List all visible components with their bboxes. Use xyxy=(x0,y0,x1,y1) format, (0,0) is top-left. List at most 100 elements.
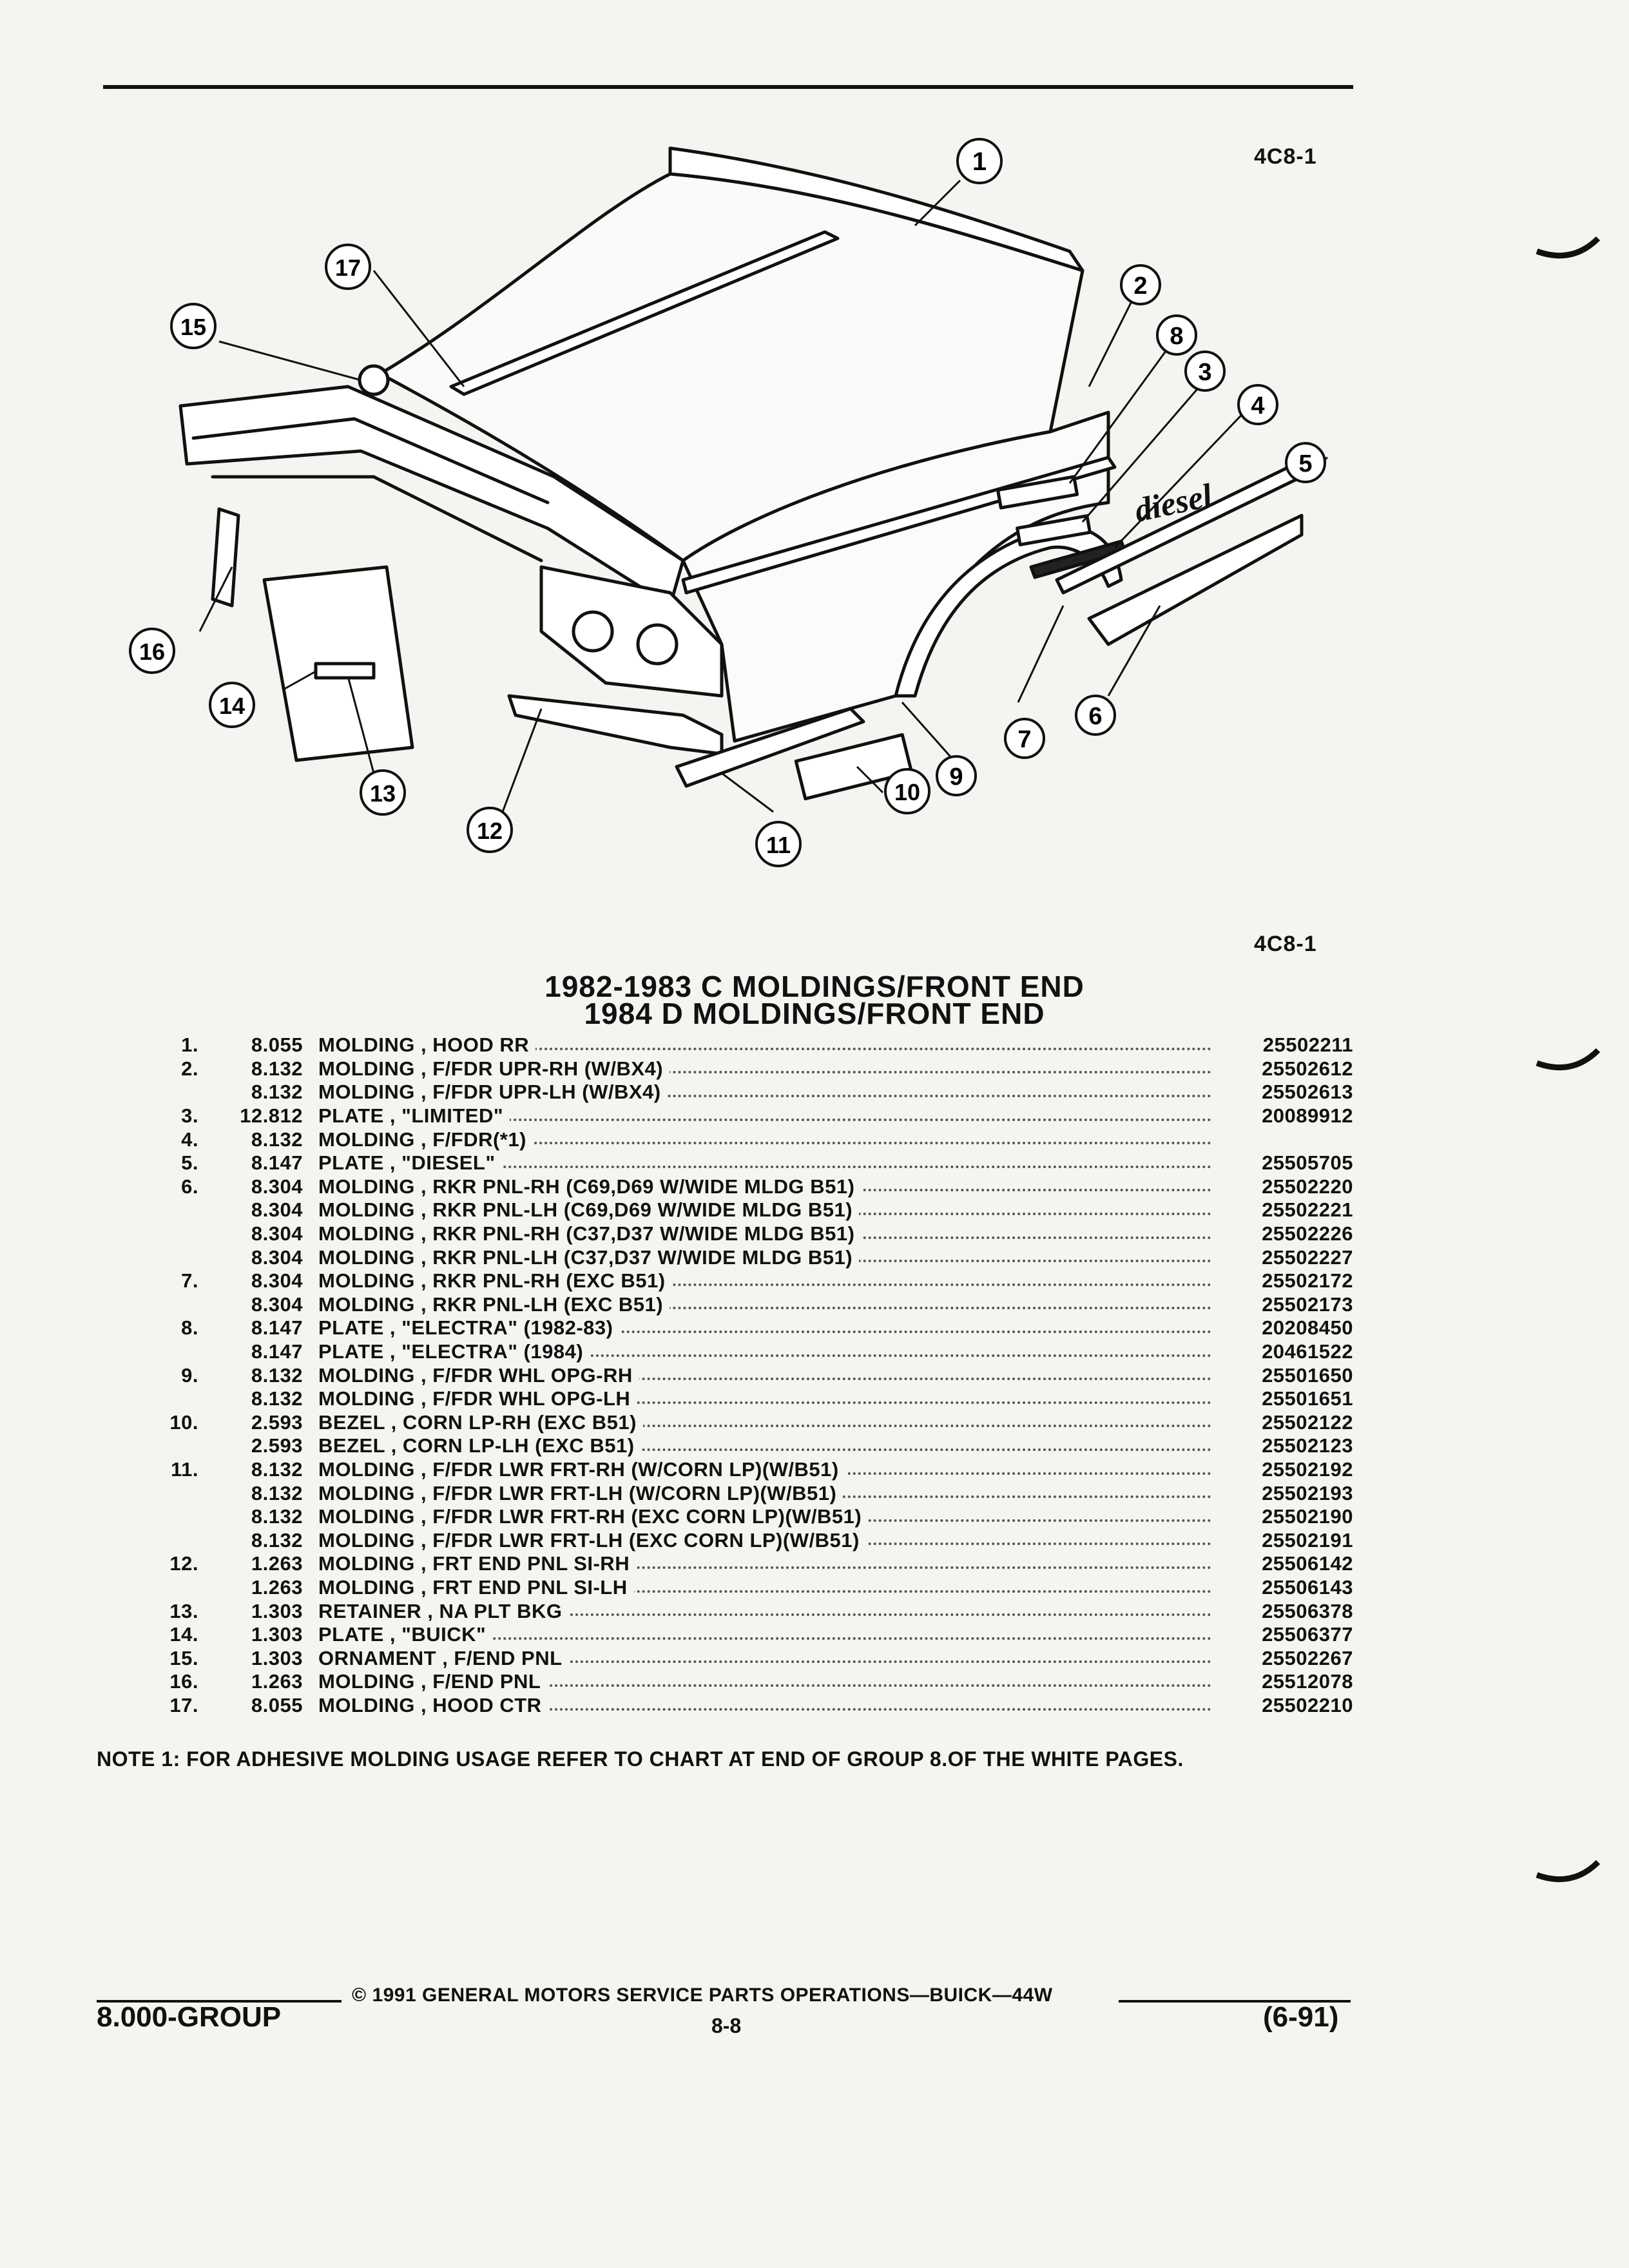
part-number: 25502267 xyxy=(1262,1646,1353,1669)
figure-id-top: 4C8-1 xyxy=(1254,144,1317,169)
part-description: MOLDING , F/FDR LWR FRT-RH (EXC CORN LP)… xyxy=(318,1505,1218,1528)
parts-row: 8.132 MOLDING , F/FDR LWR FRT-LH (EXC COR… xyxy=(129,1528,1353,1552)
part-description-text: MOLDING , FRT END PNL SI-RH xyxy=(318,1552,637,1575)
revision-date: (6-91) xyxy=(1263,2001,1339,2033)
item-number: 14. xyxy=(169,1623,198,1646)
group-number: 8.147 xyxy=(251,1340,303,1363)
part-description: MOLDING , F/FDR(*1) xyxy=(318,1128,1218,1151)
part-description: MOLDING , RKR PNL-LH (C69,D69 W/WIDE MLD… xyxy=(318,1198,1218,1222)
part-number: 25502210 xyxy=(1262,1693,1353,1716)
part-number: 25502211 xyxy=(1262,1033,1353,1057)
part-description: MOLDING , F/FDR UPR-LH (W/BX4) xyxy=(318,1081,1218,1104)
group-number: 8.132 xyxy=(251,1128,303,1151)
part-number: 25506143 xyxy=(1262,1575,1353,1599)
part-number: 25502613 xyxy=(1262,1081,1353,1104)
front-end-lower-molding xyxy=(507,694,724,756)
part-description-text: PLATE , "ELECTRA" (1982-83) xyxy=(318,1316,620,1340)
part-number: 25502192 xyxy=(1262,1457,1353,1481)
group-number: 1.263 xyxy=(251,1552,303,1575)
part-number: 25502221 xyxy=(1262,1198,1353,1222)
electra-plate xyxy=(996,475,1079,510)
title-line-2: 1984 D MOLDINGS/FRONT END xyxy=(584,997,1045,1030)
hood-ornament xyxy=(358,364,390,396)
part-description-text: MOLDING , HOOD RR xyxy=(318,1033,536,1057)
svg-text:2: 2 xyxy=(1133,273,1147,300)
part-description: RETAINER , NA PLT BKG xyxy=(318,1599,1218,1623)
group-number: 8.304 xyxy=(251,1269,303,1293)
part-description-text: MOLDING , F/FDR LWR FRT-RH (W/CORN LP)(W… xyxy=(318,1457,845,1481)
group-label: 8.000-GROUP xyxy=(97,2001,282,2033)
part-description-text: MOLDING , F/END PNL xyxy=(318,1670,548,1693)
svg-text:3: 3 xyxy=(1198,359,1211,386)
part-number: 25502226 xyxy=(1262,1222,1353,1245)
footer-rule-right xyxy=(1119,2000,1351,2003)
part-description: BEZEL , CORN LP-LH (EXC B51) xyxy=(318,1434,1218,1457)
part-description: MOLDING , RKR PNL-RH (EXC B51) xyxy=(318,1269,1218,1293)
part-description-text: PLATE , "DIESEL" xyxy=(318,1151,502,1175)
buick-plate xyxy=(314,662,376,680)
callout-12: 12 xyxy=(467,807,513,853)
group-number: 8.147 xyxy=(251,1151,303,1175)
part-number: 20208450 xyxy=(1262,1316,1353,1340)
group-number: 8.132 xyxy=(251,1387,303,1410)
svg-text:16: 16 xyxy=(139,639,165,665)
group-number: 8.132 xyxy=(251,1057,303,1080)
headlamp-assembly xyxy=(539,565,724,698)
item-number: 11. xyxy=(171,1457,198,1481)
part-number: 25501651 xyxy=(1262,1387,1353,1410)
svg-text:14: 14 xyxy=(219,693,245,719)
part-description-text: PLATE , "BUICK" xyxy=(318,1623,493,1646)
item-number: 3. xyxy=(181,1104,198,1128)
part-description-text: MOLDING , F/FDR LWR FRT-RH (EXC CORN LP)… xyxy=(318,1505,869,1528)
group-number: 8.132 xyxy=(251,1363,303,1387)
part-description-text: BEZEL , CORN LP-LH (EXC B51) xyxy=(318,1434,641,1457)
title-line-1: 1982-1983 C MOLDINGS/FRONT END xyxy=(545,970,1084,1003)
svg-text:7: 7 xyxy=(1017,726,1031,753)
part-description: BEZEL , CORN LP-RH (EXC B51) xyxy=(318,1410,1218,1434)
part-description-text: RETAINER , NA PLT BKG xyxy=(318,1599,569,1622)
svg-text:8: 8 xyxy=(1170,323,1183,350)
part-number: 25502612 xyxy=(1262,1057,1353,1080)
part-number: 25502220 xyxy=(1262,1175,1353,1198)
parts-row: 8.132 MOLDING , F/FDR WHL OPG-LH 25501651 xyxy=(129,1387,1353,1411)
part-description: MOLDING , F/FDR LWR FRT-LH (EXC CORN LP)… xyxy=(318,1528,1218,1552)
exploded-parts-diagram: diesel 1 2 3 4 5 6 7 8 9 10 11 12 13 14 … xyxy=(129,138,1328,867)
svg-text:5: 5 xyxy=(1298,450,1312,477)
part-number: 20461522 xyxy=(1262,1340,1353,1363)
part-description: MOLDING , HOOD RR xyxy=(318,1033,1218,1057)
group-number: 8.304 xyxy=(251,1245,303,1269)
part-description-text: MOLDING , FRT END PNL SI-LH xyxy=(318,1575,634,1599)
callout-2: 2 xyxy=(1120,264,1161,305)
part-description-text: MOLDING , RKR PNL-RH (C37,D37 W/WIDE MLD… xyxy=(318,1222,862,1245)
callout-16: 16 xyxy=(129,628,175,674)
callout-17: 17 xyxy=(325,244,371,290)
part-description: PLATE , "ELECTRA" (1982-83) xyxy=(318,1316,1218,1340)
part-number: 25502123 xyxy=(1262,1434,1353,1457)
group-number: 8.132 xyxy=(251,1528,303,1552)
part-number: 25502172 xyxy=(1262,1269,1353,1293)
part-description-text: MOLDING , RKR PNL-RH (EXC B51) xyxy=(318,1269,672,1293)
part-description-text: MOLDING , F/FDR WHL OPG-LH xyxy=(318,1387,637,1410)
part-number: 25501650 xyxy=(1262,1363,1353,1387)
item-number: 6. xyxy=(181,1175,198,1198)
part-description-text: MOLDING , F/FDR UPR-RH (W/BX4) xyxy=(318,1057,670,1080)
group-number: 1.303 xyxy=(251,1646,303,1669)
item-number: 5. xyxy=(181,1151,198,1175)
callout-3: 3 xyxy=(1184,351,1226,392)
part-number: 25502173 xyxy=(1262,1293,1353,1316)
footer-rule-left xyxy=(97,2000,342,2003)
part-number: 25506142 xyxy=(1262,1552,1353,1575)
